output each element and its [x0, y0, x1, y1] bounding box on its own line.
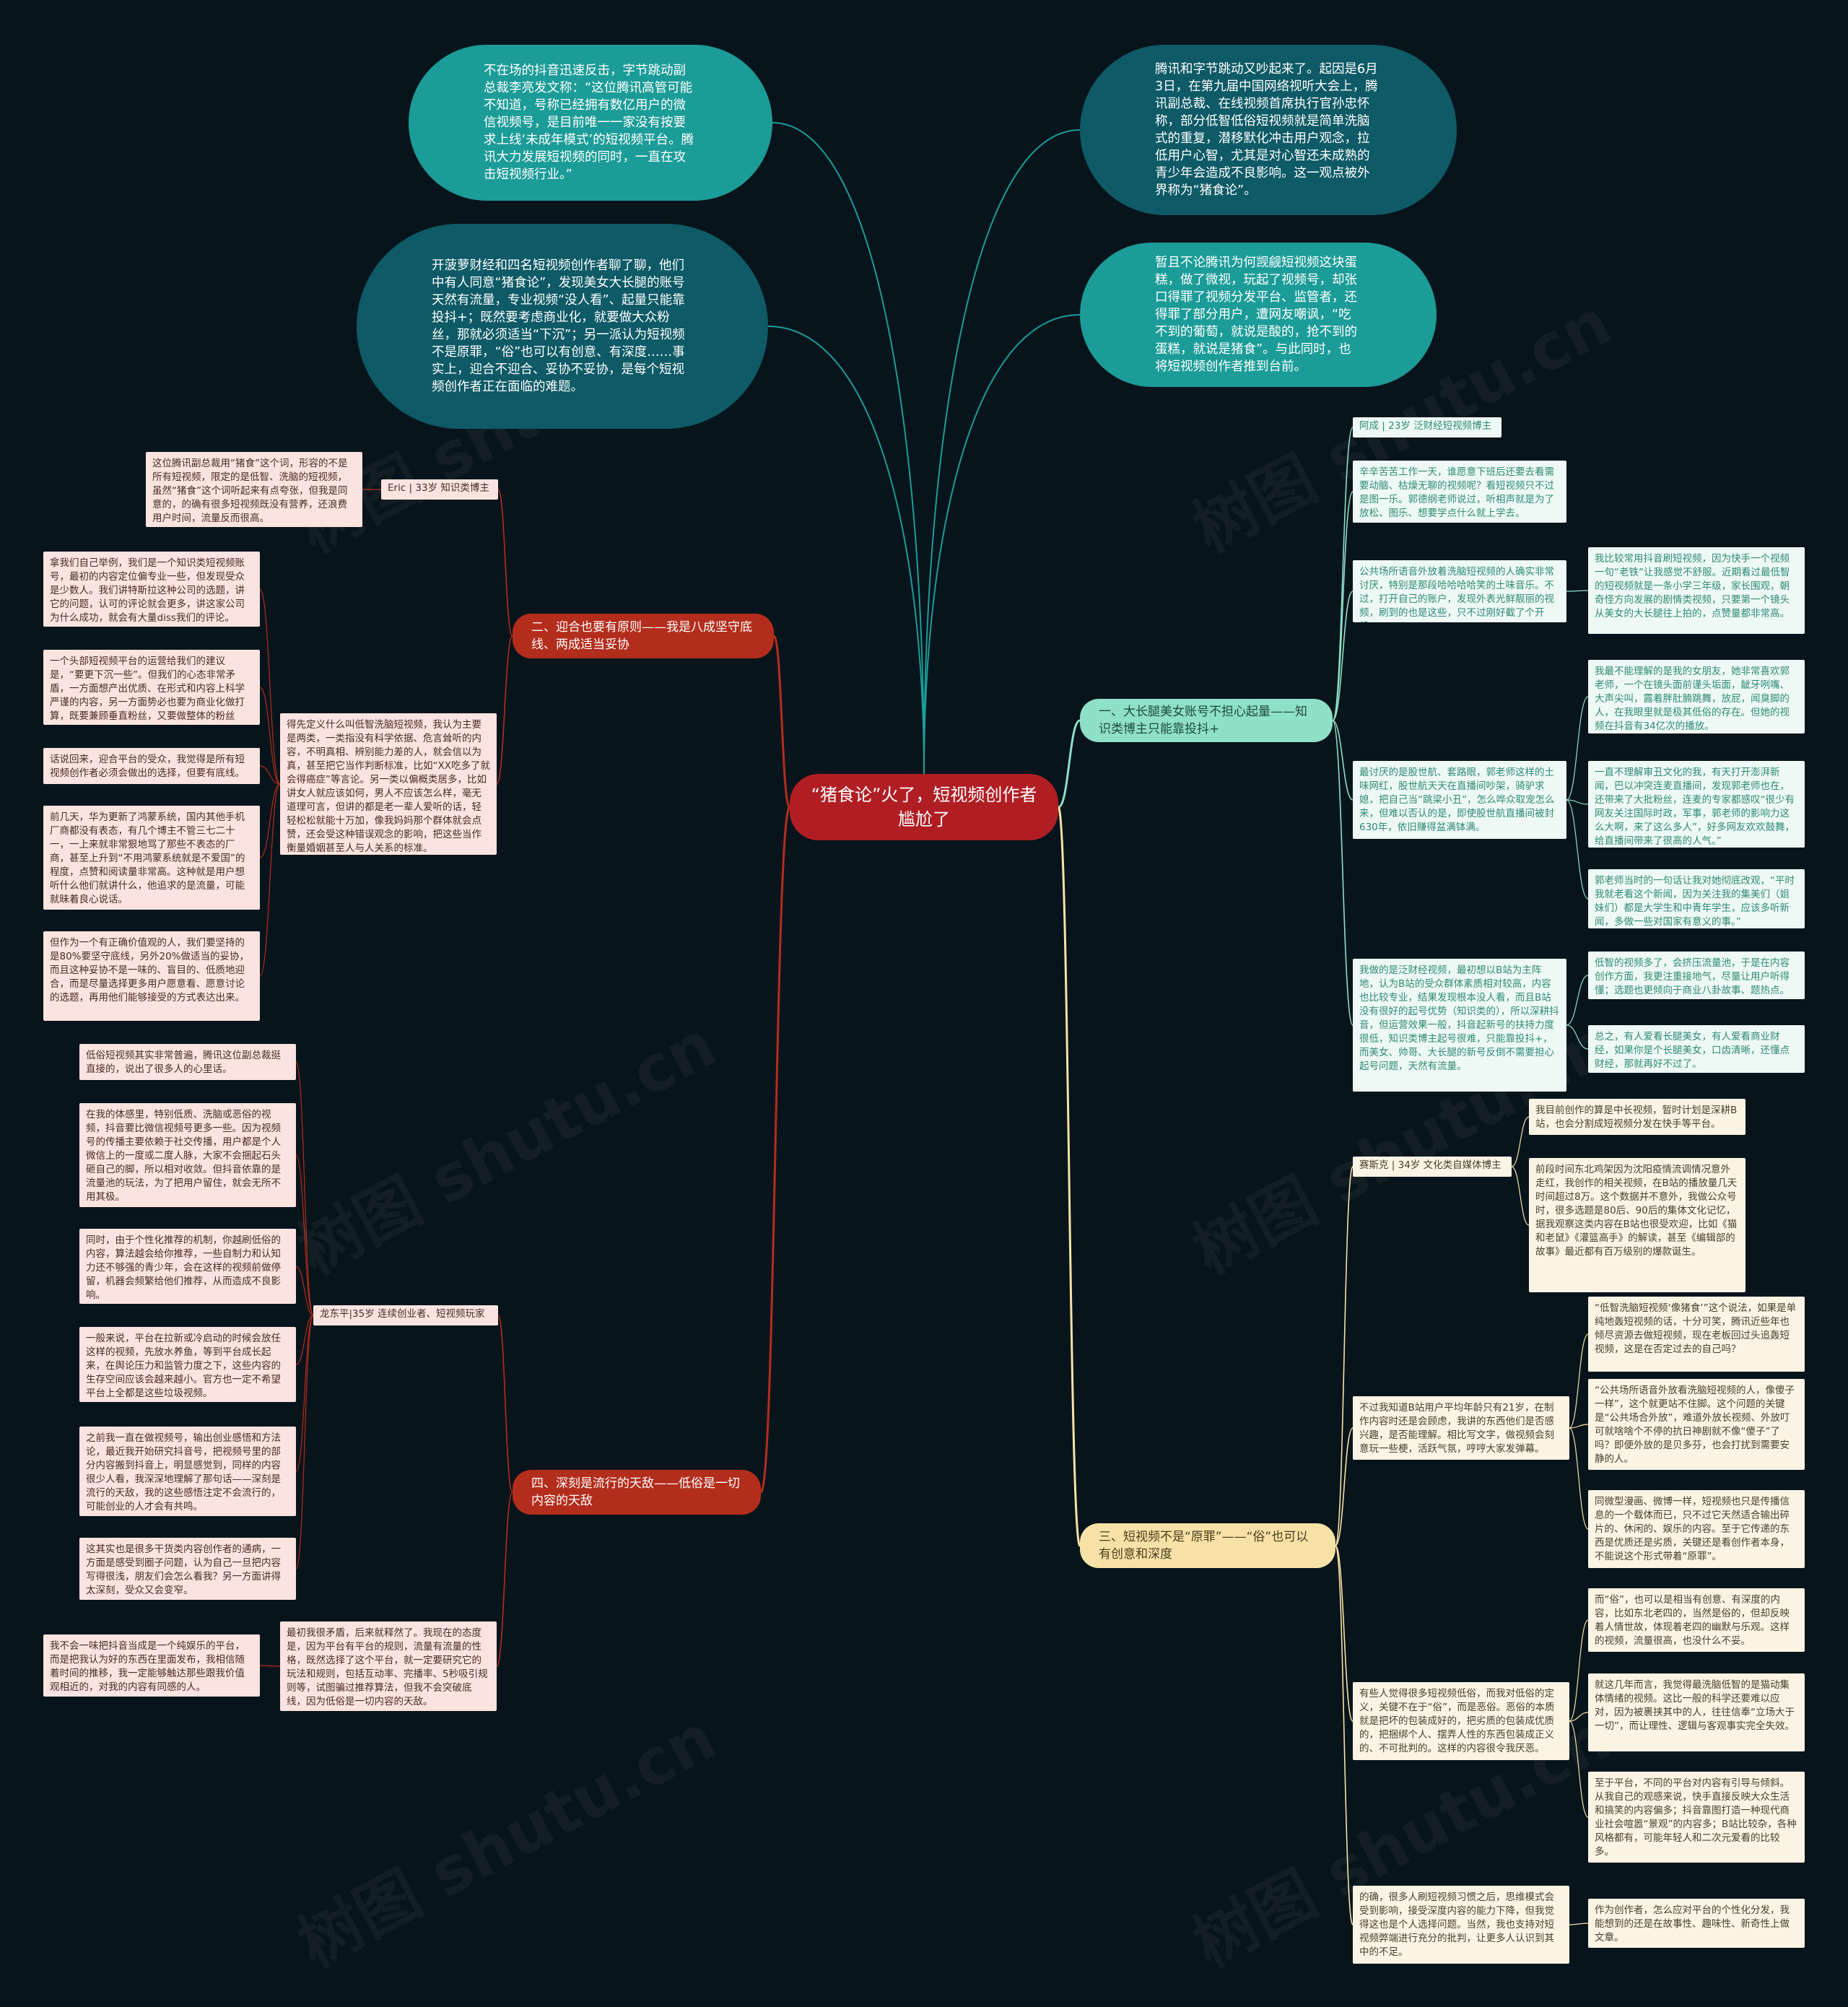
connector-line — [295, 1315, 314, 1570]
connector-line — [1335, 1166, 1354, 1546]
branch-2[interactable]: 二、迎合也要有原则——我是八成坚守底线、两成适当妥协 — [513, 614, 774, 658]
content-note: 低智的视频多了，会挤压流量池，于是在内容创作方面，我更注重接地气，尽量让用户听得… — [1588, 952, 1805, 999]
connector-line — [496, 635, 513, 785]
connector-line — [1335, 1545, 1354, 1722]
connector-line — [496, 1492, 513, 1667]
connector-line — [1335, 1545, 1354, 1925]
connector-line — [1566, 799, 1589, 900]
branch-1[interactable]: 一、大长腿美女账号不担心起量——知识类博主只能靠投抖+ — [1080, 699, 1333, 742]
content-note: 这其实也是很多干货类内容创作者的通病，一方面是感受到圈子问题，认为自己一旦把内容… — [79, 1538, 296, 1600]
connector-line — [295, 1154, 314, 1316]
connector-line — [497, 489, 513, 637]
content-note: 不过我知道B站用户平均年龄只有21岁，在制作内容时还是会顾虑，我讲的东西他们是否… — [1353, 1396, 1569, 1460]
connector-line — [259, 765, 281, 785]
topic-bubble[interactable]: 开菠萝财经和四名短视频创作者聊了聊，他们中有人同意“猪食论”，发现美女大长腿的账… — [357, 224, 768, 429]
connector-line — [259, 783, 281, 858]
person-label: Eric | 33岁 知识类博主 — [381, 479, 498, 500]
connector-line — [1511, 1116, 1530, 1167]
content-note: 但作为一个有正确价值观的人，我们要坚持的是80%要坚守底线，另外20%做适当的妥… — [43, 931, 260, 1021]
content-note: 拿我们自己举例，我们是一个知识类短视频账号，最初的内容定位偏专业一些，但发现受众… — [43, 552, 260, 627]
connector-line — [1335, 1427, 1354, 1546]
connector-line — [259, 687, 281, 785]
branch-4[interactable]: 四、深刻是流行的天敌——低俗是一切内容的天敌 — [513, 1470, 761, 1515]
content-note: 话说回来，迎合平台的受众，我觉得是所有短视频创作者必须会做出的选择，但要有底线。 — [43, 748, 260, 784]
connector-line — [259, 783, 281, 977]
content-note: 我目前创作的算是中长视频，暂时计划是深耕B站，也会分割成短视频分发在快手等平台。 — [1529, 1099, 1745, 1135]
connector-line — [295, 1315, 314, 1365]
connector-line — [1332, 720, 1354, 801]
connector-line — [497, 1315, 513, 1493]
branch-3[interactable]: 三、短视频不是“原罪”——“俗”也可以有创意和深度 — [1080, 1523, 1335, 1568]
content-note: 的确，很多人刷短视频习惯之后，思维模式会受到影响，接受深度内容的能力下降，但我觉… — [1353, 1886, 1569, 1964]
connector-line — [295, 1315, 314, 1472]
content-note: 低俗短视频其实非常普遍，腾讯这位副总裁挺直接的，说出了很多人的心里话。 — [79, 1044, 296, 1080]
content-note: 而“俗”，也可以是相当有创意、有深度的内容，比如东北老四的，当然是俗的，但却反映… — [1588, 1588, 1805, 1652]
content-note: 一直不理解审丑文化的我，有天打开澎湃新闻，巴以冲突连麦直播间，发现郭老师也在，还… — [1588, 761, 1805, 848]
connector-line — [772, 122, 925, 775]
content-note: “低智洗脑短视频‘像猪食’”这个说法，如果是单纯地轰短视频的话，十分可笑，腾讯近… — [1588, 1297, 1805, 1372]
person-label: 阿成 | 23岁 泛财经短视频博主 — [1353, 417, 1502, 437]
content-note: 就这几年而言，我觉得最洗脑低智的是猫动集体情绪的视频。这比一般的科学还要难以应对… — [1588, 1673, 1805, 1751]
connector-line — [295, 1266, 314, 1316]
content-note: 最初我很矛盾，后来就释然了。我现在的态度是，因为平台有平台的规则，流量有流量的性… — [280, 1621, 497, 1711]
content-note: 郭老师当时的一句话让我对她彻底改观，“平时我就老看这个新闻，因为关注我的集美们（… — [1588, 869, 1805, 928]
content-note: 最讨厌的是股世航、套路眼，郭老师这样的土味网红，股世航天天在直播间吵架，骑驴求媳… — [1353, 761, 1566, 839]
person-label: 龙东平|35岁 连续创业者、短视频玩家 — [313, 1305, 498, 1325]
content-note: 有些人觉得很多短视频低俗，而我对低俗的定义，关键不在于“俗”，而是恶俗。恶俗的本… — [1353, 1682, 1569, 1760]
connector-line — [1569, 1424, 1589, 1429]
connector-line — [1569, 1333, 1589, 1429]
connector-line — [1332, 591, 1354, 721]
content-note: 一个头部短视频平台的运营给我们的建议是，“要更下沉一些”。但我们的心态非常矛盾，… — [43, 650, 260, 725]
central-topic[interactable]: “猪食论”火了，短视频创作者尴尬了 — [790, 774, 1058, 840]
connector-line — [1511, 1166, 1530, 1226]
content-note: 公共场所语音外放着洗脑短视频的人确实非常讨厌，特别是那段哈哈哈哈笑的土味音乐。不… — [1353, 560, 1566, 622]
topic-bubble[interactable]: 暂且不论腾讯为何觊觎短视频这块蛋糕，做了微视，玩起了视频号，却张口得罪了视频分发… — [1080, 243, 1437, 387]
connector-line — [1569, 1427, 1589, 1530]
content-note: 作为创作者，怎么应对平台的个性化分发，我能想到的还是在故事性、趣味性、新奇性上做… — [1588, 1899, 1805, 1948]
content-note: 至于平台，不同的平台对内容有引导与倾斜。从我自己的观感来说，快手直接反映大众生活… — [1588, 1772, 1805, 1863]
connector-line — [1057, 806, 1081, 1547]
content-note: 在我的体感里，特别低质、洗脑或恶俗的视频，抖音要比微信视频号更多一些。因为视频号… — [79, 1103, 296, 1207]
connector-line — [1569, 1720, 1589, 1818]
content-note: 前几天，华为更新了鸿蒙系统，国内其他手机厂商都没有表态，有几个博主不管三七二十一… — [43, 806, 260, 910]
content-note: 一般来说，平台在拉新或冷启动的时候会放任这样的视频，先放水养鱼，等到平台成长起来… — [79, 1327, 296, 1402]
connector-line — [1566, 696, 1589, 801]
content-note: 我做的是泛财经视频，最初想以B站为主阵地，认为B站的受众群体素质相对较高，内容也… — [1353, 959, 1566, 1092]
topic-bubble[interactable]: 不在场的抖音迅速反击，字节跳动副总裁李亮发文称：“这位腾讯高管可能不知道，号称已… — [409, 45, 772, 201]
connector-line — [1569, 1619, 1589, 1722]
content-note: 总之，有人爱看长腿美女，有人爱看商业财经，如果你是个长腿美女，口齿清晰，还懂点财… — [1588, 1025, 1805, 1073]
connector-line — [1566, 975, 1589, 1026]
content-note: “公共场所语音外放看洗脑短视频的人，像傻子一样”，这个就更站不住脚。这个问题的关… — [1588, 1379, 1805, 1470]
topic-bubble[interactable]: 腾讯和字节跳动又吵起来了。起因是6月3日，在第九届中国网络视听大会上，腾讯副总裁… — [1080, 45, 1457, 215]
connector-line — [767, 326, 925, 775]
content-note: 前段时间东北鸡架因为沈阳疫情流调情况意外走红，我创作的相关视频，在B站的播放量几… — [1529, 1158, 1745, 1292]
connector-line — [923, 314, 1081, 775]
connector-line — [1569, 1923, 1589, 1925]
content-note: 得先定义什么叫低智洗脑短视频，我认为主要是两类，一类指没有科学依据、危言耸听的内… — [280, 713, 497, 855]
content-note: 我最不能理解的是我的女朋友，她非常喜欢郭老师，一个在镜头面前谨头垢面，龇牙咧嘴、… — [1588, 660, 1805, 733]
connector-line — [1566, 799, 1589, 805]
connector-line — [295, 1061, 314, 1316]
connector-line — [1332, 720, 1354, 1026]
connector-line — [759, 806, 791, 1494]
content-note: 之前我一直在做视频号，输出创业感悟和方法论，最近我开始研究抖音号，把视频号里的部… — [79, 1427, 296, 1516]
connector-line — [923, 129, 1081, 775]
connector-line — [1569, 1712, 1589, 1722]
content-note: 同时，由于个性化推荐的机制，你越刷低俗的内容，算法越会给你推荐，一些自制力和认知… — [79, 1229, 296, 1304]
connector-line — [1332, 491, 1354, 721]
connector-line — [1566, 1024, 1589, 1050]
content-note: 同微型漫画、微博一样，短视频也只是传播信息的一个载体而已，只不过它天然适合输出碎… — [1588, 1490, 1805, 1568]
content-note: 我不会一味把抖音当成是一个纯娱乐的平台，而是把我认为好的东西在里面发布，我相信随… — [43, 1634, 260, 1697]
content-note: 辛辛苦苦工作一天，谁愿意下班后还要去看需要动脑、枯燥无聊的视频呢？看短视频只不过… — [1353, 461, 1566, 523]
content-note: 我比较常用抖音刷短视频，因为快手一个视频一句“老铁”让我感觉不舒服。近期看过最低… — [1588, 547, 1805, 634]
connector-line — [1058, 719, 1081, 809]
connector-line — [772, 635, 791, 809]
person-label: 赛斯克 | 34岁 文化类自媒体博主 — [1353, 1157, 1512, 1177]
content-note: 这位腾讯副总裁用“猪食”这个词，形容的不是所有短视频，限定的是低智、洗脑的短视频… — [146, 452, 362, 527]
connector-line — [259, 588, 281, 785]
